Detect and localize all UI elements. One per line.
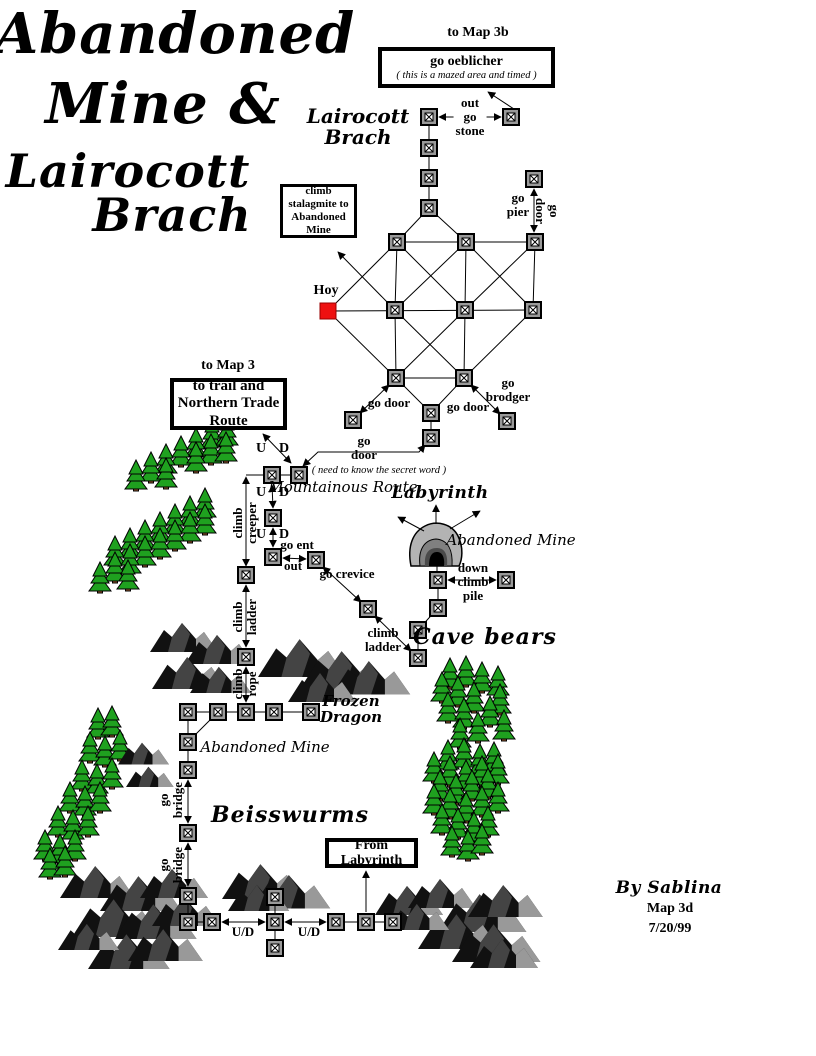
mountain-icon	[140, 869, 208, 898]
map-edge	[359, 384, 390, 414]
map-edge	[337, 251, 390, 305]
map-edge	[322, 566, 362, 603]
map-edge	[470, 384, 501, 415]
room-grid-nw	[388, 233, 406, 251]
mountain-icon	[408, 879, 476, 908]
map-edge	[268, 484, 277, 509]
room-grid-ne	[526, 233, 544, 251]
room-mr-entry	[290, 466, 308, 484]
room-u-1	[203, 913, 221, 931]
room-cb-2	[409, 649, 427, 667]
map-edge	[327, 309, 534, 312]
room-grid-s	[455, 369, 473, 387]
map-edge	[463, 309, 534, 379]
room-sub-2	[422, 429, 440, 447]
room-grid-e	[524, 301, 542, 319]
room-mr-3	[307, 551, 325, 569]
map-edge	[463, 309, 466, 379]
room-mr-2	[264, 548, 282, 566]
room-cl-2	[237, 648, 255, 666]
room-b-5	[179, 913, 197, 931]
room-row-4	[265, 703, 283, 721]
room-door-sw	[344, 411, 362, 429]
room-sub-1	[422, 404, 440, 422]
mountain-icon	[150, 623, 218, 652]
mountain-icon	[468, 885, 543, 917]
map-edge	[394, 241, 398, 311]
map-edge	[394, 309, 397, 379]
room-u-4	[357, 913, 375, 931]
room-grid-n	[457, 233, 475, 251]
map-edge	[532, 241, 536, 311]
room-b-1	[179, 733, 197, 751]
room-b-4	[179, 887, 197, 905]
room-maze-4	[420, 199, 438, 217]
room-cl-1	[237, 566, 255, 584]
map-edge	[394, 309, 465, 379]
room-cave-3	[429, 599, 447, 617]
room-u-2b	[266, 939, 284, 957]
room-maze-ne	[502, 108, 520, 126]
room-row-2	[209, 703, 227, 721]
room-row-5	[302, 703, 320, 721]
room-u-2	[266, 913, 284, 931]
room-grid-c	[456, 301, 474, 319]
map-edge	[487, 91, 518, 112]
room-mr-4	[359, 600, 377, 618]
room-u-3	[327, 913, 345, 931]
room-hoy	[319, 302, 337, 320]
room-maze-2	[420, 139, 438, 157]
room-row-1	[179, 703, 197, 721]
room-pier	[525, 170, 543, 188]
room-door-se	[498, 412, 516, 430]
mountain-icon	[126, 766, 174, 787]
map-edge	[464, 241, 536, 311]
room-maze-3	[420, 169, 438, 187]
map-edge	[397, 516, 425, 532]
room-b-3	[179, 824, 197, 842]
map-edge	[262, 433, 292, 464]
map-edge	[282, 554, 307, 563]
room-cave-2	[497, 571, 515, 589]
room-mr-1	[264, 509, 282, 527]
map-edge	[327, 310, 397, 379]
room-grid-sw	[387, 369, 405, 387]
map-edge	[395, 309, 466, 379]
map-edge	[449, 510, 481, 530]
room-b-2	[179, 761, 197, 779]
room-u-2a	[266, 888, 284, 906]
map-edge	[394, 241, 467, 311]
map-edge	[374, 615, 412, 652]
tree-icon	[70, 759, 94, 792]
room-u-5	[384, 913, 402, 931]
cave-icon	[409, 522, 463, 567]
room-row-3	[237, 703, 255, 721]
map-edge	[302, 444, 426, 467]
room-maze-nw	[420, 108, 438, 126]
room-grid-w	[386, 301, 404, 319]
room-mr-0	[263, 466, 281, 484]
room-cave-1	[429, 571, 447, 589]
room-cb-1	[409, 621, 427, 639]
map-edge	[464, 241, 467, 311]
